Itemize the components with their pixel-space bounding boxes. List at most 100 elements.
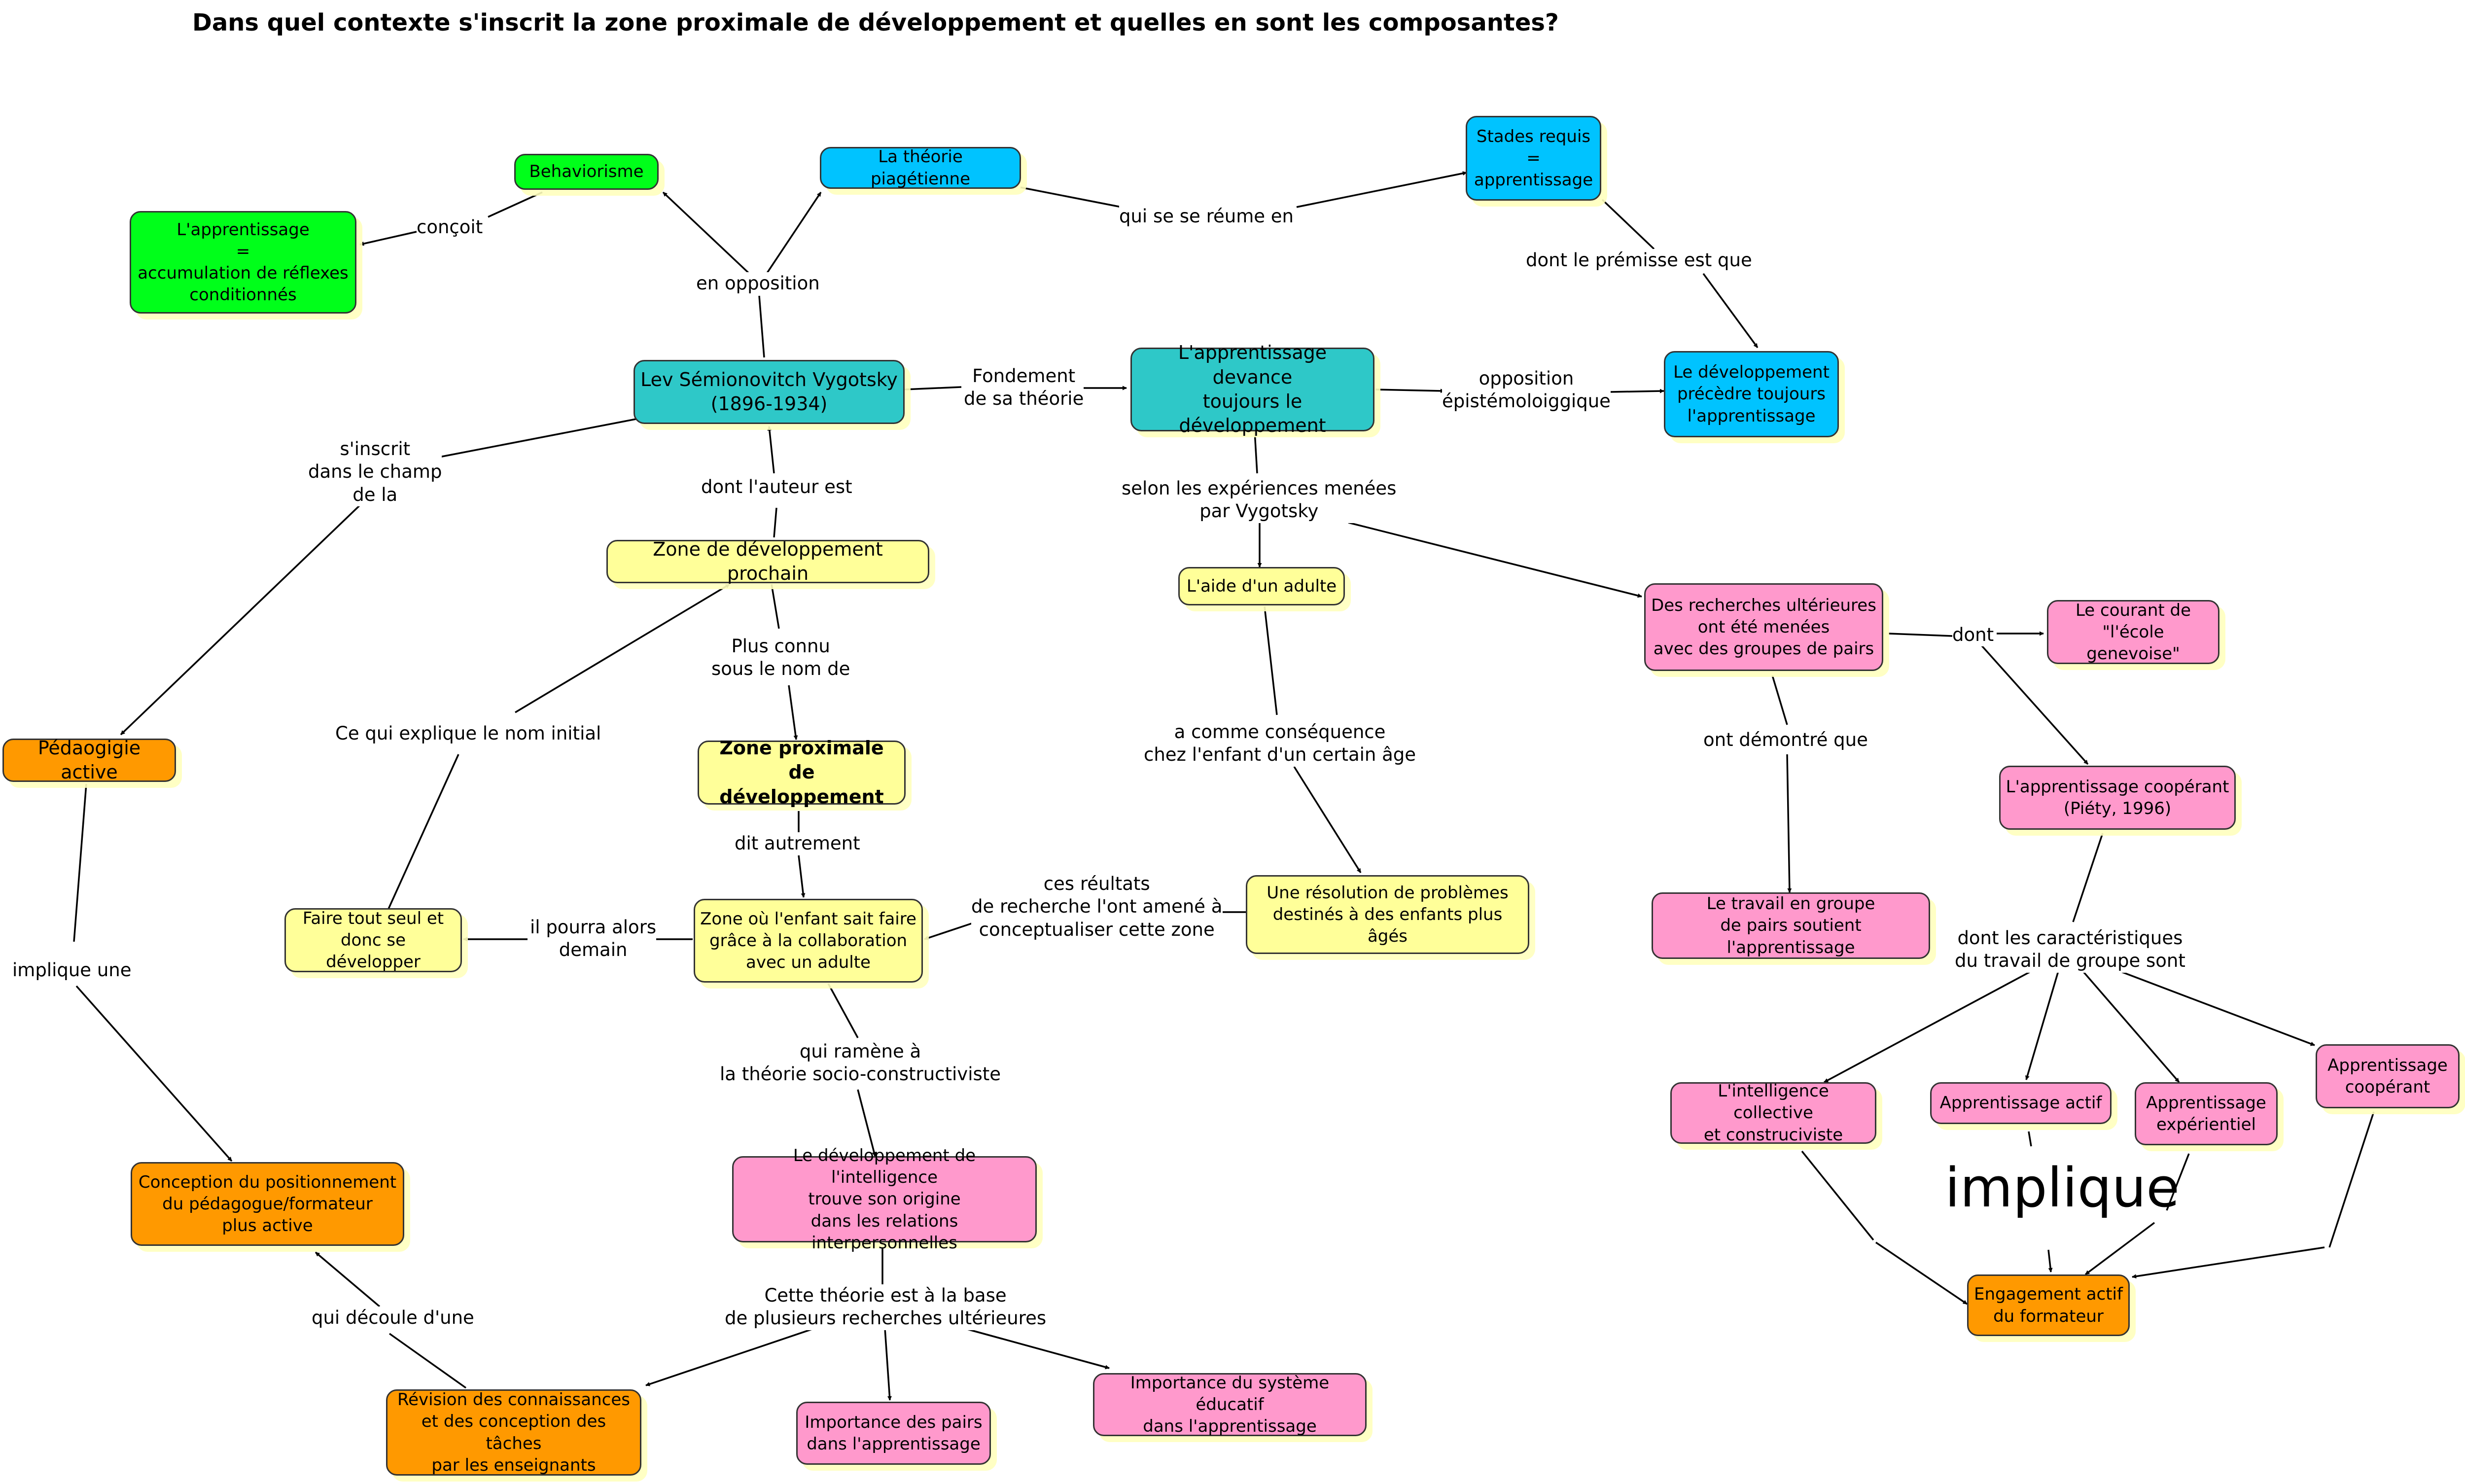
- node-developpement-precede[interactable]: Le développement précèdre toujours l'app…: [1664, 351, 1839, 437]
- link-label-concoit: conçoit: [417, 216, 483, 239]
- node-revision-connaissances[interactable]: Révision des connaissances et des concep…: [386, 1389, 641, 1476]
- link-zone-auteur: [773, 507, 777, 538]
- node-stades-requis[interactable]: Stades requis = apprentissage: [1466, 116, 1601, 201]
- node-importance-pairs[interactable]: Importance des pairs dans l'apprentissag…: [796, 1402, 991, 1465]
- link-label-caracteristiques: dont les caractéristiques du travail de …: [1955, 927, 2185, 973]
- link-vygotsky-opposition: [758, 295, 765, 358]
- link-carac-actif: [2025, 971, 2059, 1080]
- link-label-implique: implique: [1945, 1156, 2180, 1219]
- page-title: Dans quel contexte s'inscrit la zone pro…: [192, 9, 1559, 36]
- link-dont-cooperant: [1981, 645, 2089, 765]
- link-behaviorisme-concoit: [488, 191, 543, 218]
- link-actif-implique: [2028, 1131, 2032, 1147]
- link-concoit-reflexes: [359, 231, 417, 246]
- link-label-dont-auteur: dont l'auteur est: [701, 476, 852, 499]
- link-aide-consequence: [1264, 606, 1278, 715]
- link-carac-cooperant2: [2119, 970, 2315, 1046]
- link-implique-engagement3: [2084, 1222, 2155, 1275]
- node-apprentissage-experientiel[interactable]: Apprentissage expérientiel: [2135, 1082, 2278, 1145]
- link-enfant-ramene: [827, 983, 859, 1038]
- link-faire-explique: [386, 754, 459, 913]
- link-decoule-conception: [315, 1251, 381, 1307]
- node-vygotsky[interactable]: Lev Sémionovitch Vygotsky (1896-1934): [634, 360, 905, 424]
- node-developpement-intelligence[interactable]: Le développement de l'intelligence trouv…: [732, 1146, 1037, 1253]
- link-label-qui-ramene: qui ramène à la théorie socio-constructi…: [720, 1040, 1001, 1086]
- link-label-qui-se-resume: qui se se réume en: [1119, 205, 1294, 228]
- link-recherches-dont: [1888, 633, 1953, 637]
- link-devance-episte: [1375, 389, 1445, 393]
- link-label-selon-experiences: selon les expériences menées par Vygotsk…: [1122, 477, 1397, 523]
- link-opposition-behaviorisme: [662, 191, 750, 275]
- link-dit-enfant: [798, 855, 806, 898]
- node-conception-positionnement[interactable]: Conception du positionnement du pédagogu…: [131, 1162, 404, 1246]
- node-apprentissage-reflexes[interactable]: L'apprentissage = accumulation de réflex…: [130, 211, 356, 314]
- link-devance-selon: [1254, 431, 1258, 474]
- node-engagement-actif[interactable]: Engagement actif du formateur: [1967, 1274, 2130, 1336]
- link-implique-conception: [75, 985, 233, 1162]
- link-intel-implique: [1801, 1150, 1874, 1241]
- link-exp-implique: [2166, 1153, 2190, 1211]
- link-label-en-opposition: en opposition: [696, 272, 820, 295]
- link-label-opposition-episte: opposition épistémoloiggique: [1442, 367, 1611, 413]
- link-label-cette-theorie: Cette théorie est à la base de plusieurs…: [725, 1284, 1047, 1330]
- node-aide-adulte[interactable]: L'aide d'un adulte: [1178, 567, 1345, 605]
- link-theorie-revision: [645, 1325, 821, 1386]
- node-importance-systeme[interactable]: Importance du système éducatif dans l'ap…: [1093, 1373, 1367, 1436]
- link-selon-recherches: [1348, 522, 1642, 598]
- link-coop2-implique: [2328, 1111, 2375, 1248]
- node-courant-genevoise[interactable]: Le courant de "l'école genevoise": [2047, 600, 2219, 664]
- node-zone-prochain[interactable]: Zone de développement prochain: [606, 538, 929, 584]
- link-label-implique-une: implique une: [12, 959, 132, 982]
- link-label-fondement: Fondement de sa théorie: [964, 365, 1084, 411]
- link-opposition-piaget: [766, 192, 822, 274]
- link-implique-engagement4: [2132, 1246, 2325, 1279]
- link-implique-engagement1: [1875, 1241, 1968, 1305]
- link-sinscrit-pedagogie: [120, 502, 363, 736]
- link-recherches-demontre: [1771, 675, 1788, 725]
- node-apprentissage-actif[interactable]: Apprentissage actif: [1930, 1082, 2112, 1124]
- node-recherches-ulterieures[interactable]: Des recherches ultérieures ont été menée…: [1644, 583, 1883, 671]
- link-pedagogie-implique: [73, 783, 87, 942]
- node-apprentissage-cooperant[interactable]: L'apprentissage coopérant (Piéty, 1996): [1999, 766, 2236, 830]
- link-label-dont: dont: [1952, 624, 1994, 647]
- node-apprentissage-devance[interactable]: L'apprentissage devance toujours le déve…: [1130, 342, 1374, 436]
- link-demontre-travail: [1786, 754, 1792, 893]
- node-resolution-problemes[interactable]: Une résolution de problèmes destinés à d…: [1246, 875, 1529, 954]
- link-label-dont-premisse: dont le prémisse est que: [1526, 249, 1752, 272]
- link-label-consequence: a comme conséquence chez l'enfant d'un c…: [1144, 721, 1416, 767]
- link-label-sinscrit: s'inscrit dans le champ de la: [308, 438, 442, 506]
- link-carac-experientiel: [2082, 970, 2180, 1083]
- link-label-plus-connu: Plus connu sous le nom de: [711, 635, 850, 681]
- node-apprentissage-cooperant2[interactable]: Apprentissage coopérant: [2316, 1044, 2460, 1108]
- link-auteur-vygotsky: [767, 426, 775, 474]
- link-label-ces-resultats: ces réultats de recherche l'ont amené à …: [971, 873, 1223, 941]
- link-stades-premisse: [1601, 199, 1655, 250]
- link-ramene-devintel: [857, 1089, 877, 1157]
- link-prochain-connu: [771, 584, 780, 629]
- link-theorie-systeme: [956, 1325, 1110, 1370]
- link-explique-prochain: [515, 583, 730, 713]
- node-zone-proximale[interactable]: Zone proximale de développement: [698, 737, 906, 808]
- node-zone-enfant[interactable]: Zone où l'enfant sait faire grâce à la c…: [694, 899, 923, 983]
- node-intelligence-collective[interactable]: L'intelligence collective et construcivi…: [1670, 1081, 1876, 1145]
- link-connu-proximale: [788, 685, 798, 740]
- link-vygotsky-sinscrit: [419, 418, 636, 462]
- link-label-dit-autrement: dit autrement: [735, 832, 860, 855]
- link-label-ce-qui-explique: Ce qui explique le nom initial: [335, 722, 601, 745]
- link-implique-engagement2: [2047, 1249, 2053, 1272]
- link-label-il-pourra: il pourra alors demain: [530, 916, 657, 962]
- link-label-ont-demontre: ont démontré que: [1703, 729, 1868, 752]
- link-label-qui-decoule: qui découle d'une: [312, 1307, 474, 1330]
- link-theorie-pairs: [884, 1328, 892, 1401]
- link-cooperant-carac: [2072, 833, 2104, 922]
- node-theorie-piagetienne[interactable]: La théorie piagétienne: [820, 147, 1021, 189]
- link-consequence-resolution: [1293, 766, 1362, 873]
- link-piaget-resume: [1020, 186, 1134, 211]
- node-faire-seul[interactable]: Faire tout seul et donc se développer: [284, 908, 462, 972]
- node-behaviorisme[interactable]: Behaviorisme: [514, 154, 659, 190]
- link-premisse-devprecede: [1702, 273, 1759, 349]
- node-pedagogie-active[interactable]: Pédaogigie active: [2, 737, 176, 783]
- node-travail-groupe[interactable]: Le travail en groupe de pairs soutient l…: [1652, 892, 1930, 959]
